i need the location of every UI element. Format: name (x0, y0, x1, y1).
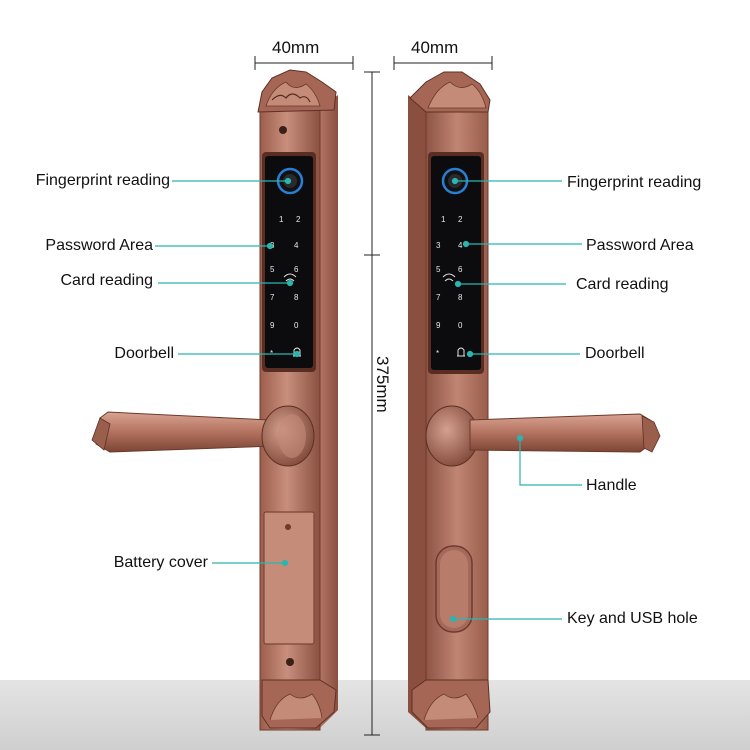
label-doorbell-right: Doorbell (585, 345, 645, 362)
right-lock: 1 2 3 4 5 6 7 8 9 0 * (408, 71, 661, 731)
left-key-2: 2 (296, 215, 301, 224)
left-key-9: 9 (270, 321, 275, 330)
left-key-7: 7 (270, 293, 275, 302)
label-card-right: Card reading (576, 276, 669, 293)
right-key-1: 1 (441, 215, 446, 224)
right-key-star: * (436, 349, 439, 358)
left-key-8: 8 (294, 293, 299, 302)
right-key-0: 0 (458, 321, 463, 330)
floor-shadow (0, 680, 750, 750)
label-password-left: Password Area (45, 237, 153, 254)
left-key-5: 5 (270, 265, 275, 274)
height-dimension: 375mm (373, 356, 392, 413)
left-key-1: 1 (279, 215, 284, 224)
label-battery-cover: Battery cover (113, 554, 208, 571)
label-doorbell-left: Doorbell (114, 345, 174, 362)
left-key-6: 6 (294, 265, 299, 274)
right-key-8: 8 (458, 293, 463, 302)
dimension-lines (254, 56, 493, 736)
right-key-7: 7 (436, 293, 441, 302)
label-card-left: Card reading (60, 272, 154, 289)
label-handle: Handle (586, 477, 637, 494)
label-key-usb-hole: Key and USB hole (567, 610, 698, 627)
left-lock: 1 2 3 4 5 6 7 8 9 0 * (91, 69, 338, 731)
label-fingerprint-right: Fingerprint reading (567, 174, 702, 191)
right-key-6: 6 (458, 265, 463, 274)
label-password-right: Password Area (586, 237, 694, 254)
card-reader-icon (442, 273, 456, 282)
callout-lines (155, 177, 582, 623)
right-key-2: 2 (458, 215, 463, 224)
label-fingerprint-left: Fingerprint reading (35, 172, 170, 189)
width-dimension-left: 40mm (272, 38, 320, 57)
left-key-4: 4 (294, 241, 299, 250)
right-key-5: 5 (436, 265, 441, 274)
right-key-9: 9 (436, 321, 441, 330)
doorbell-icon (457, 347, 465, 357)
right-key-4: 4 (458, 241, 463, 250)
right-key-3: 3 (436, 241, 441, 250)
card-reader-icon (283, 273, 297, 282)
left-key-0: 0 (294, 321, 299, 330)
width-dimension-right: 40mm (411, 38, 459, 57)
